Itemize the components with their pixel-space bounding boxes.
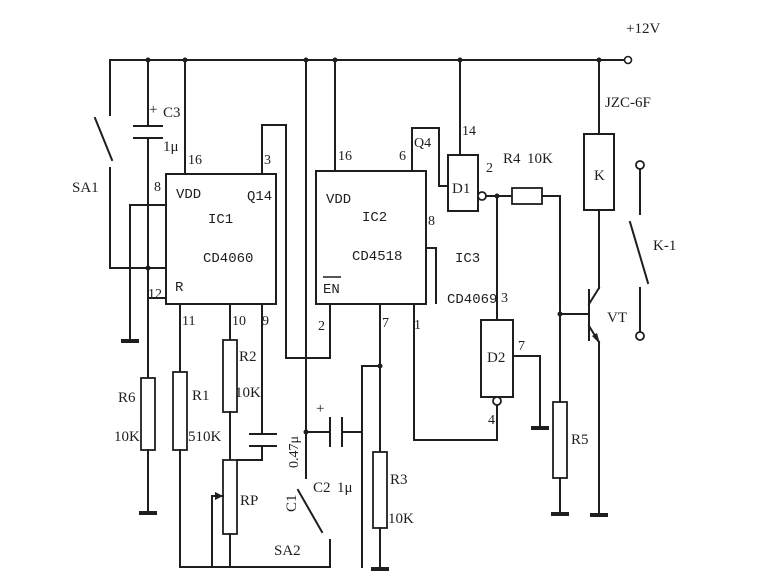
d2-label: D2 (487, 350, 505, 366)
c3-value: 1μ (163, 139, 179, 155)
ic1-part: CD4060 (203, 251, 253, 267)
r3-label: R3 (390, 472, 408, 488)
ic3-part: CD4069 (447, 292, 497, 308)
c3-label: C3 (163, 105, 181, 121)
sa2-switch (296, 59, 331, 568)
relay-coil (583, 59, 615, 289)
vt-transistor (587, 286, 608, 517)
ic2-en-label: EN (323, 282, 340, 298)
r4-label: R4 (503, 151, 521, 167)
supply-rail (109, 55, 633, 65)
relay-contact-label: K-1 (653, 238, 676, 254)
ic1-pin-12: 12 (148, 287, 162, 302)
r1-label: R1 (192, 388, 210, 404)
ic1-pin-11: 11 (182, 314, 195, 329)
ic1-name: IC1 (208, 212, 233, 228)
ic2-part: CD4518 (352, 249, 402, 265)
c2-value: 1μ (337, 480, 353, 496)
r2-resistor (222, 303, 238, 461)
c2-label: C2 (313, 480, 331, 496)
ic1-vdd-label: VDD (176, 187, 201, 203)
ic2-pin-vdd: 16 (338, 149, 352, 164)
c2-plus: + (316, 401, 324, 417)
ic2-pin-7: 7 (382, 316, 389, 331)
r5-resistor (551, 311, 569, 516)
ic1-pin8-ground (121, 204, 167, 343)
ic1-chip (165, 59, 331, 359)
ic3-pin-7: 7 (518, 339, 525, 354)
d2-gate (480, 319, 549, 430)
r3-resistor (371, 303, 389, 571)
c1-label: C1 (284, 494, 300, 512)
ic2-vdd-label: VDD (326, 192, 351, 208)
sa2-label: SA2 (274, 543, 301, 559)
r6-resistor (139, 299, 157, 515)
r6-label: R6 (118, 390, 136, 406)
ic2-pin1-wire (413, 303, 498, 441)
ic2-q4-label: Q4 (414, 136, 431, 151)
ic1-pin-9: 9 (262, 314, 269, 329)
sa1-label: SA1 (72, 180, 99, 196)
r1-resistor (172, 303, 331, 568)
r2-label: R2 (239, 349, 257, 365)
c3-plus: + (149, 102, 157, 118)
ic1-pin-10: 10 (232, 314, 246, 329)
ic2-pin-q4: 6 (399, 149, 406, 164)
r4-value: 10K (527, 151, 553, 167)
ic1-reset-label: R (175, 280, 184, 296)
ic3-pin-4: 4 (488, 413, 495, 428)
ic1-reset-wire (145, 184, 167, 301)
ic2-pin-2: 2 (318, 319, 325, 334)
r1-value: 510K (188, 429, 222, 445)
c1-capacitor (236, 303, 277, 461)
relay-contact (628, 160, 650, 341)
ic2-chip (315, 59, 449, 305)
ic1-q14-label: Q14 (247, 189, 272, 205)
r4-resistor (511, 187, 590, 315)
c3-capacitor (133, 59, 163, 186)
ic2-pin-1: 1 (414, 318, 421, 333)
rp-potentiometer (211, 459, 238, 568)
relay-coil-label: K (594, 168, 605, 184)
ic3-pin-2: 2 (486, 161, 493, 176)
ic3-name: IC3 (455, 251, 480, 267)
c1-value: 0.47μ (287, 436, 302, 468)
ic2-name: IC2 (362, 210, 387, 226)
r2-value: 10K (235, 385, 261, 401)
sa1-switch (93, 59, 167, 269)
rp-label: RP (240, 493, 258, 509)
supply-label: +12V (626, 21, 660, 37)
ic1-pin-vdd: 16 (188, 153, 202, 168)
relay-model: JZC-6F (605, 95, 651, 111)
ic2-pin-8: 8 (428, 214, 435, 229)
d1-gate (447, 59, 513, 321)
ic3-pin-14: 14 (462, 124, 476, 139)
r3-value: 10K (388, 511, 414, 527)
d1-label: D1 (452, 181, 470, 197)
vt-label: VT (607, 310, 627, 326)
ic1-pin-8: 8 (154, 180, 161, 195)
c2-capacitor (303, 365, 381, 568)
r6-value: 10K (114, 429, 140, 445)
r5-label: R5 (571, 432, 589, 448)
ic1-pin-q14: 3 (264, 153, 271, 168)
ic3-pin-3: 3 (501, 291, 508, 306)
